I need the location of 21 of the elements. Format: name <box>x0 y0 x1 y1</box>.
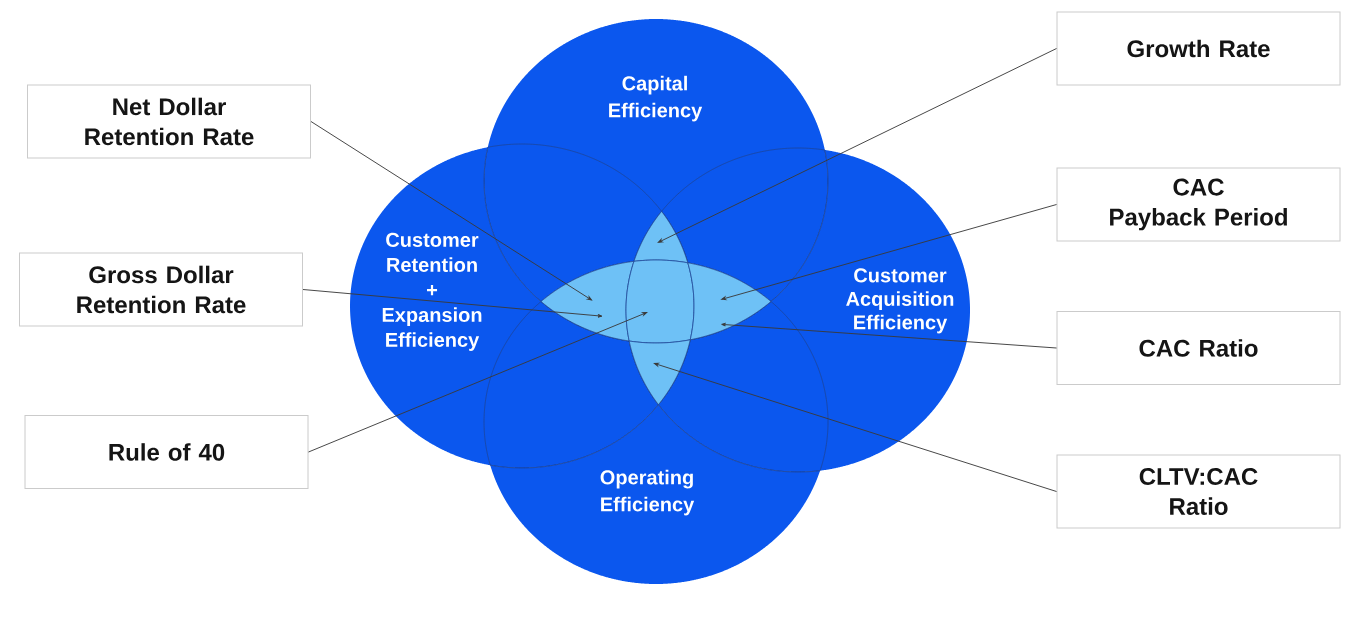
metric-box: Rule of 40 <box>24 415 309 489</box>
metric-box: CAC Payback Period <box>1056 167 1341 242</box>
overlap-petal <box>687 262 772 341</box>
leader-arrow <box>310 121 593 301</box>
leader-arrow <box>657 48 1057 243</box>
node-label: Capital Efficiency <box>609 75 703 122</box>
metric-box: CAC Ratio <box>1056 311 1341 385</box>
metric-box: CLTV:CAC Ratio <box>1056 454 1341 529</box>
leader-arrow <box>721 322 1057 349</box>
overlap-core <box>625 259 695 344</box>
metric-box: Net Dollar Retention Rate <box>27 84 311 159</box>
overlap-petal <box>540 260 635 342</box>
leader-arrow <box>721 204 1057 301</box>
node-label: Customer Acquisition Efficiency <box>846 268 954 334</box>
metric-box: Growth Rate <box>1056 11 1341 86</box>
metric-box: Gross Dollar Retention Rate <box>19 252 303 327</box>
node-label: Customer Retention + Expansion Efficiency <box>382 232 482 351</box>
leader-arrow <box>308 312 648 453</box>
leader-arrow <box>302 289 603 318</box>
overlap-petal <box>628 339 691 406</box>
leader-arrow <box>653 362 1057 492</box>
